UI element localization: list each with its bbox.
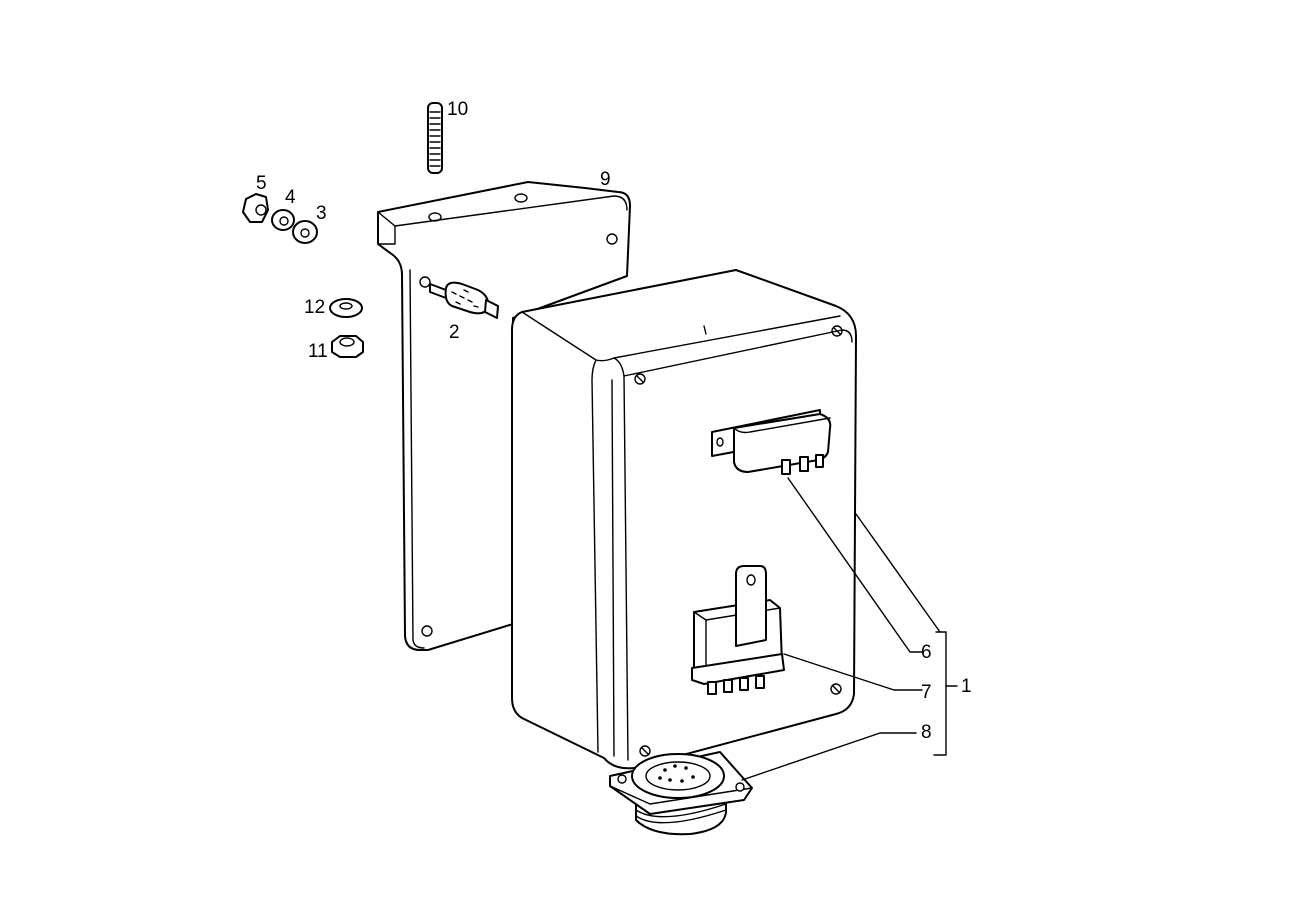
callout-7: 7	[921, 682, 932, 703]
mounting-bracket	[377, 181, 631, 651]
washer-and-nut	[329, 298, 364, 358]
callout-12: 12	[304, 297, 326, 318]
round-connector	[609, 751, 753, 836]
callout-2: 2	[449, 322, 460, 343]
callout-10: 10	[447, 99, 469, 120]
callout-4: 4	[285, 187, 296, 208]
relay-with-tab	[691, 565, 785, 695]
leader-lines	[741, 477, 958, 781]
callout-8: 8	[921, 722, 932, 743]
callout-3: 3	[316, 203, 327, 224]
control-box	[511, 269, 857, 770]
stud-bolt	[427, 102, 443, 174]
relay-module	[711, 409, 832, 475]
callout-1: 1	[961, 676, 972, 697]
callout-5: 5	[256, 173, 267, 194]
nut-and-washers	[242, 193, 318, 244]
rubber-mount	[429, 281, 499, 319]
callout-6: 6	[921, 642, 932, 663]
callout-11: 11	[308, 341, 328, 362]
callout-9: 9	[600, 169, 611, 190]
